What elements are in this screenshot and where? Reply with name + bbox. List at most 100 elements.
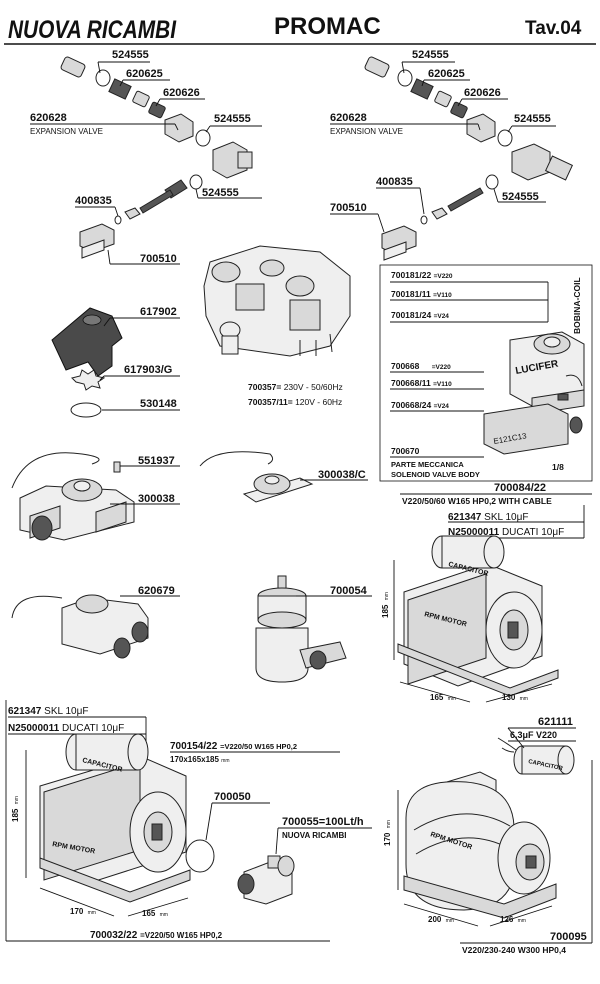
- capacitor-n25000011: N25000011 DUCATI 10μF: [8, 723, 124, 734]
- dimension-lines: [25, 750, 189, 917]
- table-number: Tav.04: [525, 18, 582, 39]
- capacitor-621347: 621347 SKL 10μF: [448, 512, 528, 523]
- part-620625: 620625: [428, 68, 465, 80]
- part-700181-11: 700181/11 =V110: [391, 289, 452, 299]
- dim-width: 200 mm: [428, 915, 454, 924]
- part-700357-code: 700357=: [248, 382, 281, 392]
- part-400835: 400835: [75, 195, 112, 207]
- capacitor-n25000011-spec: DUCATI 10μF: [62, 723, 124, 734]
- dimension-lines: [393, 560, 553, 703]
- valve-700054-drawing: [255, 575, 347, 683]
- part-700181-11-code: 700181/11: [391, 289, 431, 299]
- capacitor-621347-spec: SKL 10μF: [44, 706, 88, 717]
- dim-width-unit: mm: [448, 696, 456, 702]
- solenoid-body-drawing: [203, 245, 351, 357]
- dim-height: 170 mm: [383, 820, 392, 846]
- part-700032-22: 700032/22 =V220/50 W165 HP0,2: [90, 930, 223, 941]
- motor-700154-dims: 170x165x185 mm: [170, 755, 230, 764]
- part-524555: 524555: [502, 191, 539, 203]
- dim-height-unit: mm: [14, 796, 20, 804]
- dim-depth: 130 mm: [502, 693, 528, 702]
- part-700181-24: 700181/24 =V24: [391, 310, 449, 320]
- expansion-parts-drawing: [60, 56, 253, 259]
- expansion-valve-left: 524555 620625 620626 620628 EXPANSION VA…: [30, 49, 262, 265]
- part-700357-11-code: 700357/11=: [248, 397, 293, 407]
- expansion-valve-caption: EXPANSION VALVE: [30, 127, 103, 136]
- part-700668-24: 700668/24 =V24: [391, 400, 449, 410]
- valve-body-caption-it: PARTE MECCANICA: [391, 460, 464, 469]
- part-700357-11: 700357/11= 120V - 60Hz: [248, 397, 342, 407]
- part-617902: 617902: [140, 306, 177, 318]
- brand-logo: NUOVA RICAMBI: [8, 16, 177, 44]
- flowmeter-300038c-drawing: [199, 451, 314, 503]
- part-700510: 700510: [140, 253, 177, 265]
- dim-width-value: 200: [428, 915, 442, 924]
- dim-width-value: 170: [70, 907, 84, 916]
- flowmeter-300038-drawing: [11, 452, 135, 541]
- part-620626: 620626: [464, 87, 501, 99]
- dim-height-value: 185: [381, 604, 390, 618]
- part-700668-voltage: =V220: [432, 364, 451, 371]
- misc-parts: 617902 617903/G 530148: [51, 306, 180, 418]
- expansion-parts-drawing: [364, 56, 574, 261]
- dim-depth-value: 126: [500, 915, 514, 924]
- part-700032-22-spec: =V220/50 W165 HP0,2: [140, 931, 223, 940]
- page-title: PROMAC: [274, 13, 381, 40]
- part-700181-22: 700181/22 =V220: [391, 270, 453, 280]
- part-700510: 700510: [330, 202, 367, 214]
- part-300038: 300038: [138, 493, 175, 505]
- part-700055: 700055=100Lt/h: [282, 816, 364, 828]
- part-700668-24-voltage: =V24: [434, 403, 450, 410]
- thread-size: 1/8: [552, 462, 564, 472]
- part-620628: 620628: [30, 112, 67, 124]
- expansion-valve-right: 524555 620625 620626 620628 EXPANSION VA…: [330, 49, 574, 261]
- expansion-valve-caption: EXPANSION VALVE: [330, 127, 403, 136]
- dim-height-value: 185: [11, 808, 20, 822]
- part-530148: 530148: [140, 398, 177, 410]
- part-551937: 551937: [138, 455, 175, 467]
- motor-700084-spec: V220/50/60 W165 HP0,2 WITH CABLE: [402, 496, 552, 506]
- motor-700095: CAPACITOR 621111 6,3μF V220 RPM MOTOR 17…: [383, 716, 593, 955]
- part-700668: 700668 =V220: [391, 361, 451, 371]
- part-700050: 700050: [214, 791, 251, 803]
- dim-depth-value: 130: [502, 693, 516, 702]
- dim-depth-value: 165: [142, 909, 156, 918]
- part-524555: 524555: [514, 113, 551, 125]
- leader-lines: [330, 61, 556, 233]
- part-524555: 524555: [412, 49, 449, 61]
- dim-depth-unit: mm: [518, 918, 526, 924]
- motor-700095-drawing: [403, 771, 557, 919]
- dim-width-value: 165: [430, 693, 444, 702]
- part-620679: 620679: [138, 585, 175, 597]
- solenoid-valve-body: 700357= 230V - 50/60Hz 700357/11= 120V -…: [203, 245, 351, 407]
- capacitor-621347: 621347 SKL 10μF: [8, 706, 88, 717]
- o-ring-530148: [70, 402, 102, 418]
- capacitor-n25000011-code: N25000011: [448, 527, 500, 538]
- header: NUOVA RICAMBI PROMAC Tav.04: [4, 13, 596, 45]
- part-700181-22-code: 700181/22: [391, 270, 431, 280]
- capacitor-621111: 621111: [538, 716, 573, 728]
- part-700181-24-voltage: =V24: [434, 313, 450, 320]
- part-400835: 400835: [376, 176, 413, 188]
- dim-height-unit: mm: [384, 592, 390, 600]
- part-700084-22: 700084/22: [494, 482, 546, 494]
- dim-depth-unit: mm: [520, 696, 528, 702]
- dim-width-unit: mm: [88, 910, 96, 916]
- part-700032-22-code: 700032/22: [90, 930, 138, 941]
- capacitor-n25000011-spec: DUCATI 10μF: [502, 527, 564, 538]
- flowmeter-620679-drawing: [11, 594, 149, 659]
- dim-height: 185 mm: [11, 796, 20, 822]
- leader-lines: [30, 61, 262, 265]
- part-700181-11-voltage: =V110: [433, 292, 452, 299]
- part-524555: 524555: [214, 113, 251, 125]
- part-700357-11-spec: 120V - 60Hz: [295, 397, 342, 407]
- motor-700032: 621347 SKL 10μF N25000011 DUCATI 10μF 70…: [5, 700, 372, 942]
- part-700154-22-spec: =V220/50 W165 HP0,2: [220, 742, 297, 751]
- part-700154-22: 700154/22 =V220/50 W165 HP0,2: [170, 741, 297, 752]
- capacitor-621111-spec: 6,3μF V220: [510, 730, 557, 740]
- part-700357: 700357= 230V - 50/60Hz: [248, 382, 343, 392]
- coil-assembly: 700181/22 =V220 700181/11 =V110 700181/2…: [379, 264, 593, 482]
- dim-height-value: 170: [383, 832, 392, 846]
- part-620628: 620628: [330, 112, 367, 124]
